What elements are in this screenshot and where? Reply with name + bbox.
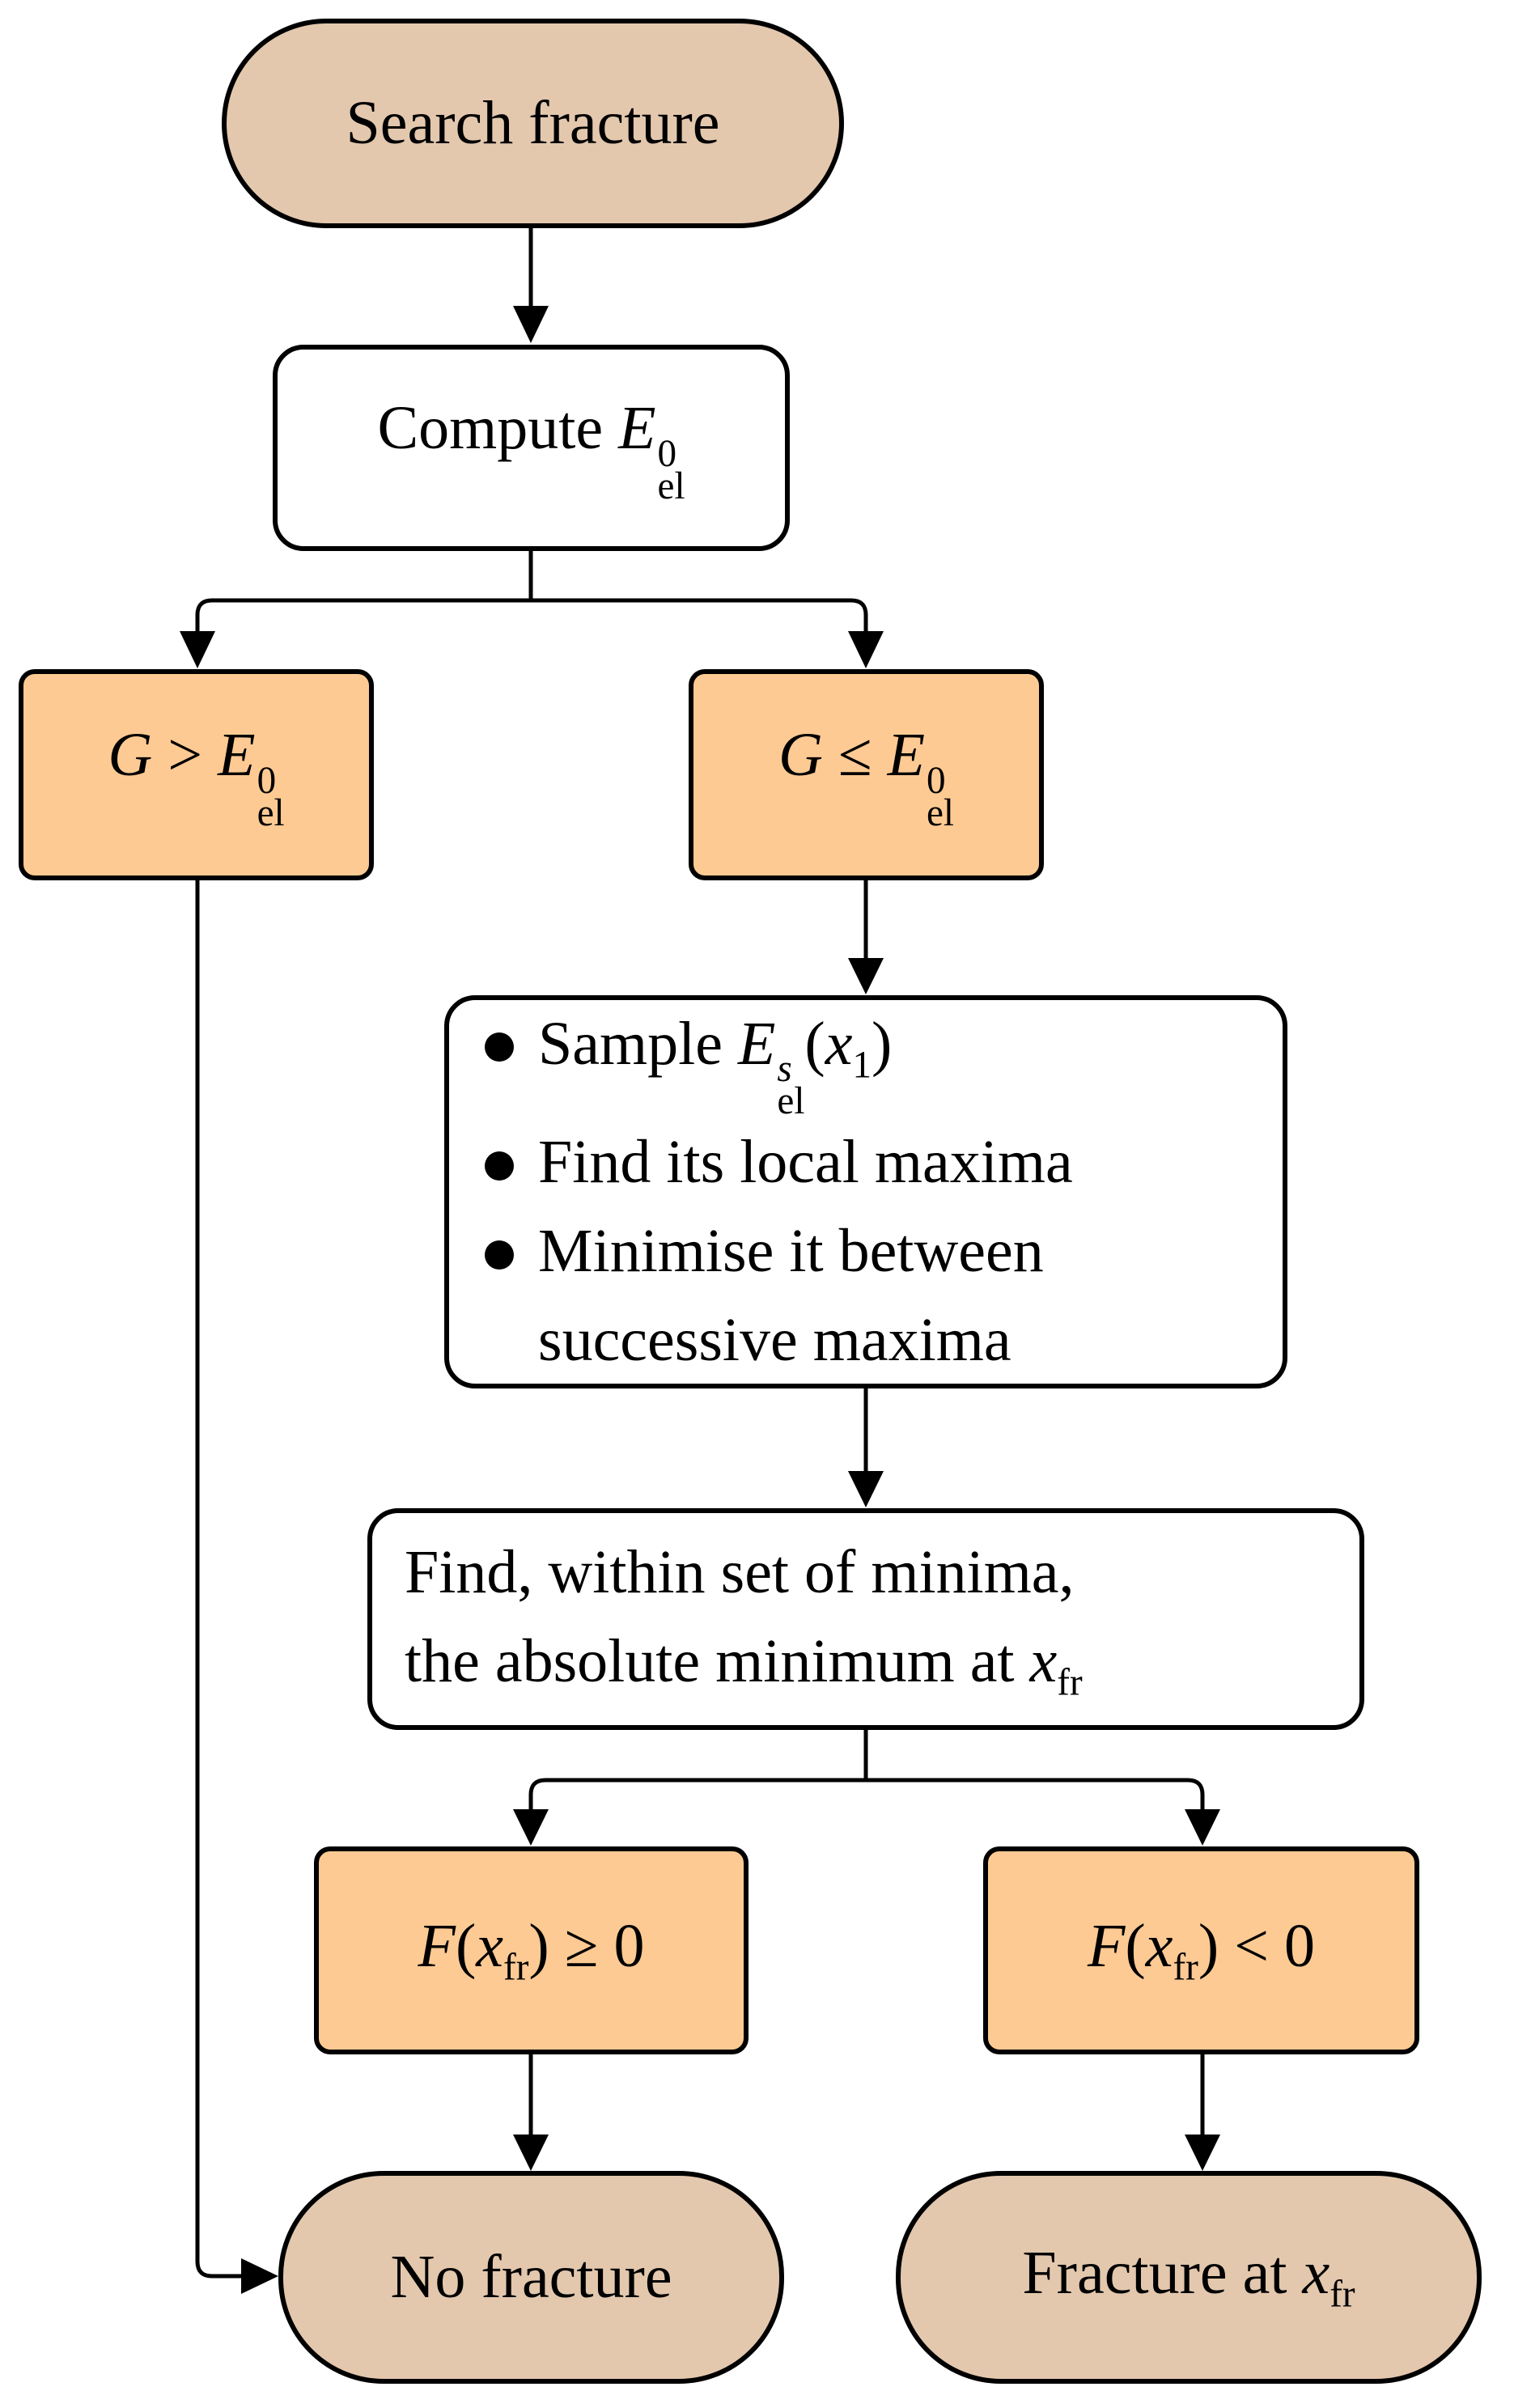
- math-lhs: G: [108, 721, 153, 790]
- math-sub: 1: [852, 1044, 872, 1087]
- math-rhs: 0: [1284, 1912, 1316, 1981]
- math-var: E: [218, 721, 256, 790]
- math-paren: (: [455, 1912, 477, 1981]
- math-paren: ): [872, 1009, 893, 1078]
- math-sup: 0: [657, 432, 677, 475]
- math-operator: <: [1234, 1912, 1270, 1981]
- node-condition-f-nonnegative: F(xfr) ≥ 0: [314, 1846, 749, 2054]
- math-var: x: [1302, 2239, 1330, 2308]
- math-sup: s: [777, 1047, 792, 1090]
- math-sup: 0: [257, 759, 277, 802]
- label-text: the absolute minimum at: [405, 1627, 1015, 1696]
- math-sub: el: [657, 464, 685, 507]
- math-sub: fr: [1057, 1661, 1083, 1704]
- label-text: Sample: [538, 1009, 723, 1078]
- math-var: x: [1145, 1912, 1173, 1981]
- math-sub: el: [777, 1079, 805, 1122]
- math-func: F: [418, 1912, 456, 1981]
- math-operator: ≥: [564, 1912, 599, 1981]
- edge-find-to-f-lt: [866, 1778, 1205, 1811]
- math-operator: >: [168, 721, 203, 790]
- node-find-absolute-minimum: Find, within set of minima, the absolute…: [367, 1508, 1364, 1730]
- bullet-continuation: successive maxima: [538, 1306, 1011, 1375]
- node-label: Search fracture: [346, 88, 720, 157]
- edge-compute-to-g-gt: [195, 598, 531, 633]
- node-search-fracture: Search fracture: [222, 19, 844, 228]
- node-fracture-at: Fracture at xfr: [896, 2171, 1482, 2384]
- math-var: x: [476, 1912, 504, 1981]
- arrowhead-icon: [513, 2135, 549, 2171]
- math-sub: el: [257, 791, 285, 834]
- math-var: x: [1029, 1627, 1058, 1696]
- math-sub: fr: [1330, 2273, 1355, 2316]
- edge-compute-to-g-le: [531, 598, 868, 633]
- edge-find-to-f-ge: [528, 1778, 866, 1811]
- label-text: Compute: [377, 394, 604, 463]
- math-paren: (: [804, 1009, 825, 1078]
- label-text: Minimise it between: [538, 1217, 1044, 1286]
- math-paren: (: [1125, 1912, 1146, 1981]
- label-text: Find its local maxima: [538, 1127, 1073, 1196]
- math-var: E: [618, 394, 656, 463]
- arrowhead-icon: [848, 631, 884, 668]
- node-label: Fracture at xfr: [1022, 2238, 1355, 2317]
- node-label: No fracture: [390, 2242, 672, 2311]
- node-no-fracture: No fracture: [278, 2171, 784, 2384]
- arrowhead-icon: [180, 631, 215, 668]
- node-label: F(xfr) ≥ 0: [418, 1911, 645, 1990]
- edge-g-gt-to-no-fracture: [195, 880, 243, 2279]
- arrowhead-icon: [1185, 2135, 1220, 2171]
- math-var: E: [737, 1009, 776, 1078]
- arrowhead-icon: [241, 2258, 278, 2294]
- label-text: Fracture at: [1022, 2239, 1287, 2308]
- bullet-icon: [485, 1032, 514, 1062]
- math-paren: ): [528, 1912, 549, 1981]
- bullet-item: Minimise it between: [481, 1206, 1258, 1295]
- math-operator: ≤: [838, 721, 872, 790]
- math-rhs: 0: [613, 1912, 645, 1981]
- label-line: Find, within set of minima,: [405, 1538, 1075, 1606]
- math-sup: 0: [927, 759, 946, 802]
- math-var: x: [825, 1009, 853, 1078]
- bullet-icon: [485, 1151, 514, 1181]
- math-paren: ): [1198, 1912, 1219, 1981]
- node-label: Find, within set of minima, the absolute…: [372, 1528, 1359, 1711]
- arrowhead-icon: [513, 306, 549, 343]
- math-lhs: G: [778, 721, 823, 790]
- math-var: E: [887, 721, 926, 790]
- arrowhead-icon: [848, 958, 884, 994]
- math-sub: el: [927, 791, 955, 834]
- arrowhead-icon: [1185, 1809, 1220, 1846]
- arrowhead-icon: [513, 1809, 549, 1846]
- math-func: F: [1087, 1912, 1126, 1981]
- arrowhead-icon: [848, 1471, 884, 1507]
- node-condition-f-negative: F(xfr) < 0: [983, 1846, 1419, 2054]
- bullet-icon: [485, 1240, 514, 1270]
- label-line: the absolute minimum at xfr: [405, 1617, 1327, 1711]
- bullet-item: Find its local maxima: [481, 1117, 1258, 1206]
- node-label: F(xfr) < 0: [1088, 1911, 1315, 1990]
- math-sub: fr: [1173, 1946, 1198, 1989]
- math-sub: fr: [503, 1946, 529, 1989]
